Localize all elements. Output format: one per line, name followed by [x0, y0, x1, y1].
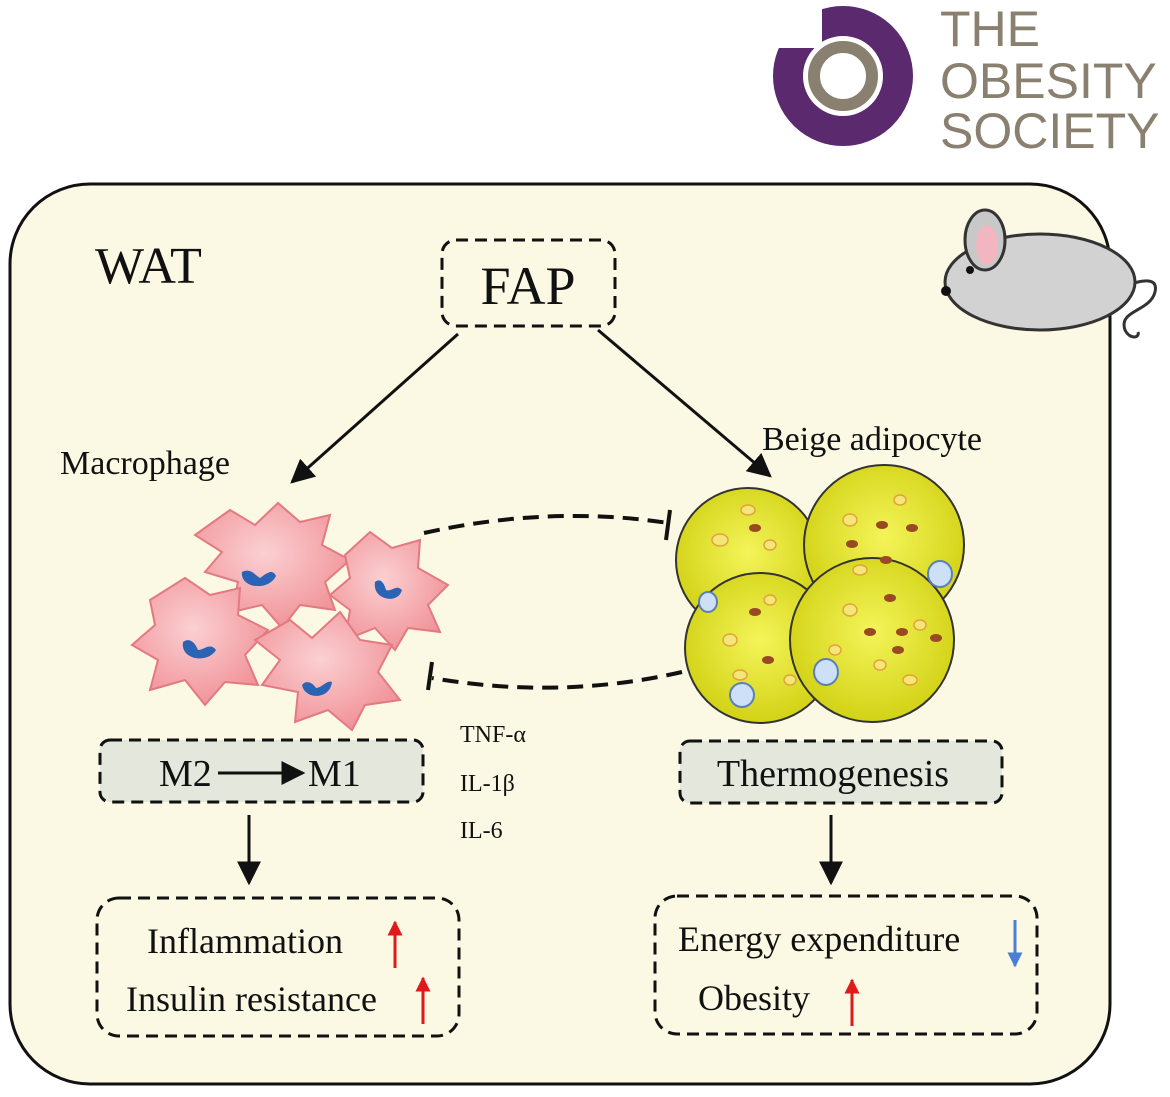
adipocyte-label: Beige adipocyte: [762, 421, 982, 458]
mouse-icon: [941, 208, 1157, 339]
outcome-inflammation: Inflammation: [147, 921, 343, 961]
macrophage-cell: [253, 610, 402, 732]
macrophage-nucleus: [374, 580, 402, 599]
cytokine-label: TNF-α: [460, 722, 526, 748]
adipocyte-cell: [789, 557, 955, 723]
cytokine-label: IL-1β: [460, 771, 515, 797]
arrow-fap-to-adipocyte: [597, 328, 772, 478]
polarization-to: M1: [308, 753, 361, 795]
inhibit-adipocyte-to-macrophage: [426, 661, 683, 691]
cytokine-label: IL-6: [460, 818, 503, 844]
left-outcomes-box: [95, 896, 461, 1038]
wat-panel: [8, 182, 1112, 1086]
fap-box: [440, 238, 617, 328]
thermogenesis-box: [678, 739, 1004, 805]
inhibit-macrophage-to-adipocyte: [423, 509, 672, 541]
arrow-fap-to-macrophage: [290, 332, 459, 484]
logo-ring-icon: [770, 6, 913, 146]
macrophage-nucleus: [241, 570, 276, 587]
panel-label: WAT: [95, 238, 202, 295]
macrophage-label: Macrophage: [60, 445, 230, 482]
adipocyte-cluster: [675, 464, 965, 724]
fap-label: FAP: [480, 256, 575, 316]
logo-line-2: OBESITY: [940, 53, 1157, 109]
macrophage-nucleus: [302, 681, 332, 696]
macrophage-cluster: [130, 501, 450, 732]
outcome-obesity: Obesity: [698, 978, 810, 1018]
logo-line-3: SOCIETY: [940, 103, 1159, 159]
right-outcomes-box: [653, 894, 1039, 1036]
polarization-box: [98, 738, 425, 804]
thermogenesis-label: Thermogenesis: [717, 753, 949, 795]
macrophage-nucleus: [182, 640, 216, 659]
macrophage-cell: [130, 576, 270, 707]
logo-line-1: THE: [940, 1, 1040, 57]
outcome-insulin-resistance: Insulin resistance: [126, 979, 377, 1019]
polarization-from: M2: [159, 753, 212, 795]
obesity-society-logo: THE OBESITY SOCIETY: [770, 1, 1159, 159]
outcome-energy-expenditure: Energy expenditure: [678, 919, 960, 959]
